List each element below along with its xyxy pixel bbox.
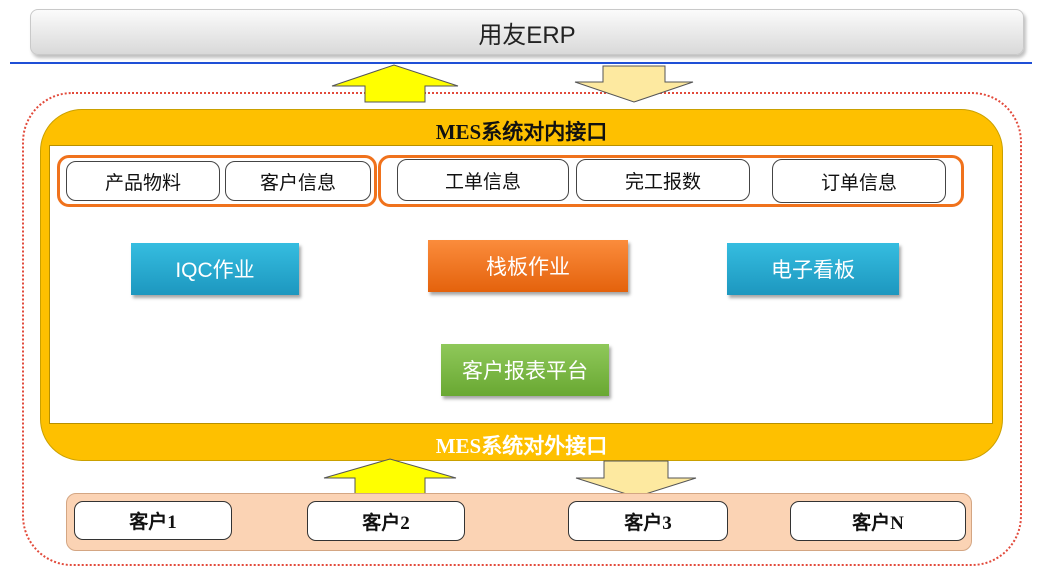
customer-n: 客户N <box>790 501 966 541</box>
arrow-down-to-mes <box>574 65 694 103</box>
tag-customer-info: 客户信息 <box>225 161 371 201</box>
mes-outer-interface-title: MES系统对外接口 <box>435 434 608 458</box>
tag-product-material: 产品物料 <box>66 161 220 201</box>
tag-work-order-info: 工单信息 <box>397 159 569 201</box>
master-data-group <box>57 155 377 207</box>
erp-system-bar: 用友ERP <box>30 9 1024 55</box>
tag-completion-report: 完工报数 <box>576 159 750 201</box>
arrow-up-to-erp <box>331 64 459 103</box>
erp-title: 用友ERP <box>478 21 576 49</box>
arrow-up-to-mes <box>323 458 457 497</box>
divider-line <box>10 62 1032 64</box>
mes-inner-interface-title: MES系统对内接口 <box>435 120 608 144</box>
order-data-group <box>378 155 964 207</box>
customer-1: 客户1 <box>74 501 232 540</box>
system-boundary <box>22 92 1022 566</box>
module-pallet: 栈板作业 <box>428 240 628 292</box>
customer-3: 客户3 <box>568 501 728 541</box>
module-customer-report: 客户报表平台 <box>441 344 609 396</box>
tag-order-info: 订单信息 <box>772 159 946 203</box>
module-iqc: IQC作业 <box>131 243 299 295</box>
arrow-down-to-customers <box>575 460 697 498</box>
module-electronic-board: 电子看板 <box>727 243 899 295</box>
customer-2: 客户2 <box>307 501 465 541</box>
